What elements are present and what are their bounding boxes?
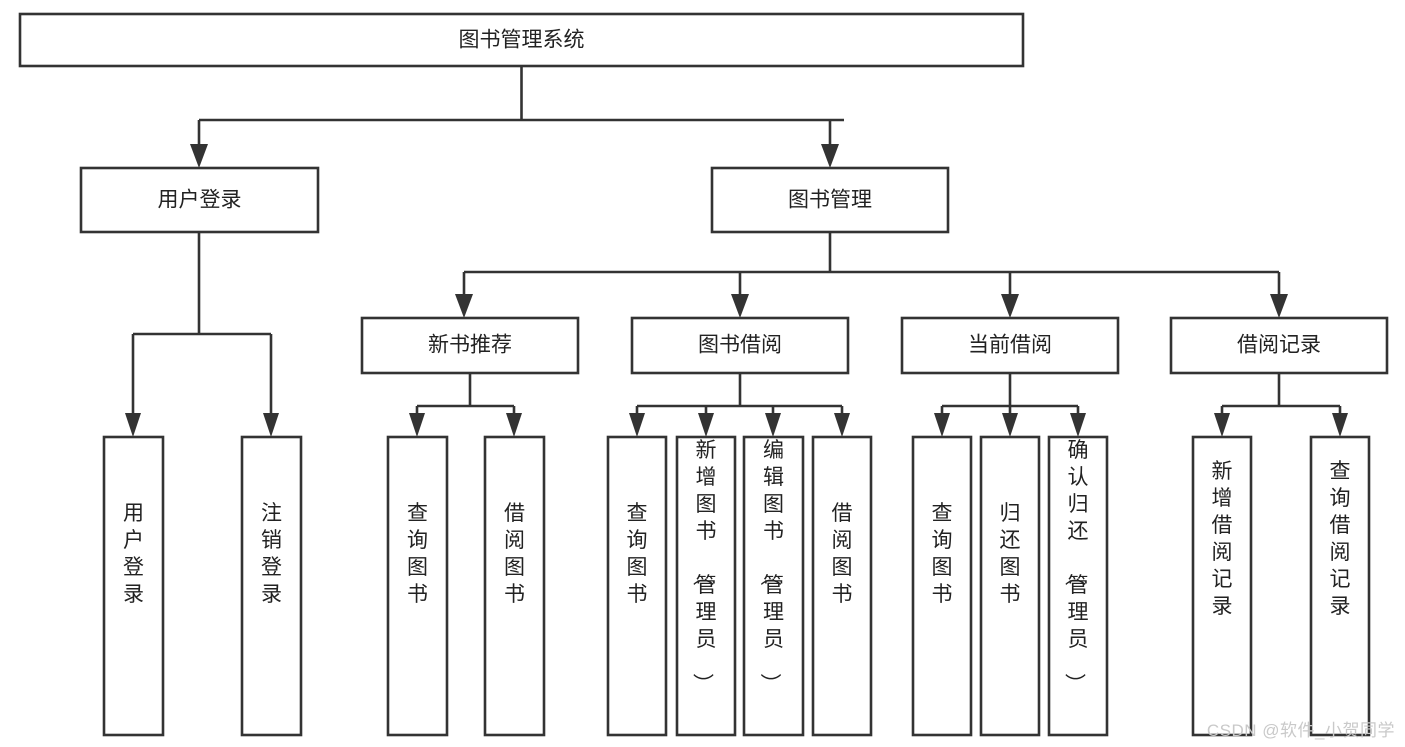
node-current-borrow-label: 当前借阅	[968, 334, 1052, 357]
node-leaf-borrow-book-2[interactable]: 借阅图书	[811, 435, 873, 737]
node-leaf-add-record-box[interactable]	[1191, 435, 1253, 737]
node-book-manage-label: 图书管理	[788, 189, 872, 212]
node-leaf-borrow-book-1-box[interactable]	[483, 435, 546, 737]
arrowhead-book-borrow	[731, 294, 749, 318]
arrowhead-leaf-add-record	[1214, 413, 1230, 437]
arrowhead-leaf-borrow-book-2	[834, 413, 850, 437]
arrowhead-leaf-query-book-2	[629, 413, 645, 437]
arrowhead-current-borrow	[1001, 294, 1019, 318]
node-leaf-borrow-book-1-label: 借阅图书	[504, 502, 525, 606]
node-leaf-borrow-book-2-box[interactable]	[811, 435, 873, 737]
node-book-borrow[interactable]: 图书借阅	[630, 316, 850, 375]
node-leaf-edit-book-box[interactable]	[742, 435, 805, 737]
arrowhead-book-manage	[821, 144, 839, 168]
node-borrow-record-box[interactable]	[1169, 316, 1389, 375]
node-user-login-box[interactable]	[79, 166, 320, 234]
arrowhead-leaf-edit-book	[765, 413, 781, 437]
node-new-book-rec[interactable]: 新书推荐	[360, 316, 580, 375]
node-root[interactable]: 图书管理系统	[18, 12, 1025, 68]
node-leaf-edit-book[interactable]: 编辑图书（管理员）	[742, 435, 805, 737]
node-book-borrow-label: 图书借阅	[698, 334, 782, 357]
arrowheads-group	[125, 144, 1348, 437]
node-borrow-record-label: 借阅记录	[1237, 334, 1321, 357]
node-leaf-add-record[interactable]: 新增借阅记录	[1191, 435, 1253, 737]
node-leaf-query-book-3[interactable]: 查询图书	[911, 435, 973, 737]
node-leaf-query-record-box[interactable]	[1309, 435, 1371, 737]
csdn-watermark: CSDN @软件_小贺同学	[1206, 721, 1395, 740]
node-root-box[interactable]	[18, 12, 1025, 68]
node-leaf-confirm-return-label: 确认归还（管理员）	[1063, 439, 1089, 694]
node-new-book-rec-box[interactable]	[360, 316, 580, 375]
node-leaf-query-book-2[interactable]: 查询图书	[606, 435, 668, 737]
node-leaf-return-book[interactable]: 归还图书	[979, 435, 1041, 737]
node-leaf-add-book-label: 新增图书（管理员）	[691, 439, 717, 694]
arrowhead-new-book-rec	[455, 294, 473, 318]
arrowhead-borrow-record	[1270, 294, 1288, 318]
node-leaf-query-book-1-box[interactable]	[386, 435, 449, 737]
node-leaf-user-login[interactable]: 用户登录	[102, 435, 165, 737]
node-leaf-borrow-book-1[interactable]: 借阅图书	[483, 435, 546, 737]
node-leaf-confirm-return[interactable]: 确认归还（管理员）	[1047, 435, 1109, 737]
arrowhead-leaf-return-book	[1002, 413, 1018, 437]
node-leaf-user-logout[interactable]: 注销登录	[240, 435, 303, 737]
node-leaf-edit-book-label: 编辑图书（管理员）	[758, 439, 784, 694]
node-leaf-query-book-1-label: 查询图书	[407, 502, 428, 606]
node-leaf-user-login-label: 用户登录	[123, 502, 144, 606]
arrowhead-leaf-confirm-return	[1070, 413, 1086, 437]
node-leaf-return-book-box[interactable]	[979, 435, 1041, 737]
node-leaf-return-book-label: 归还图书	[1000, 502, 1021, 606]
arrowhead-leaf-user-login	[125, 413, 141, 437]
arrowhead-leaf-query-record	[1332, 413, 1348, 437]
node-leaf-query-record-label: 查询借阅记录	[1330, 460, 1351, 618]
node-leaf-query-record[interactable]: 查询借阅记录	[1309, 435, 1371, 737]
node-leaf-user-logout-box[interactable]	[240, 435, 303, 737]
node-root-label: 图书管理系统	[459, 29, 585, 52]
arrowhead-leaf-borrow-book-1	[506, 413, 522, 437]
node-leaf-add-book-box[interactable]	[675, 435, 737, 737]
node-user-login-label: 用户登录	[158, 189, 242, 212]
node-book-manage[interactable]: 图书管理	[710, 166, 950, 234]
node-leaf-add-book[interactable]: 新增图书（管理员）	[675, 435, 737, 737]
node-current-borrow-box[interactable]	[900, 316, 1120, 375]
node-leaf-query-book-3-label: 查询图书	[932, 502, 953, 606]
node-user-login[interactable]: 用户登录	[79, 166, 320, 234]
edges-group	[131, 66, 1342, 413]
node-leaf-query-book-3-box[interactable]	[911, 435, 973, 737]
node-leaf-query-book-2-label: 查询图书	[627, 502, 648, 606]
node-leaf-add-record-label: 新增借阅记录	[1212, 460, 1233, 618]
node-leaf-user-logout-label: 注销登录	[261, 502, 282, 606]
node-leaf-confirm-return-box[interactable]	[1047, 435, 1109, 737]
node-book-borrow-box[interactable]	[630, 316, 850, 375]
node-current-borrow[interactable]: 当前借阅	[900, 316, 1120, 375]
arrowhead-user-login	[190, 144, 208, 168]
node-leaf-borrow-book-2-label: 借阅图书	[832, 502, 853, 606]
node-new-book-rec-label: 新书推荐	[428, 334, 512, 357]
arrowhead-leaf-user-logout	[263, 413, 279, 437]
arrowhead-leaf-query-book-1	[409, 413, 425, 437]
arrowhead-leaf-query-book-3	[934, 413, 950, 437]
node-book-manage-box[interactable]	[710, 166, 950, 234]
node-leaf-query-book-1[interactable]: 查询图书	[386, 435, 449, 737]
node-leaf-user-login-box[interactable]	[102, 435, 165, 737]
node-borrow-record[interactable]: 借阅记录	[1169, 316, 1389, 375]
arrowhead-leaf-add-book	[698, 413, 714, 437]
node-leaf-query-book-2-box[interactable]	[606, 435, 668, 737]
